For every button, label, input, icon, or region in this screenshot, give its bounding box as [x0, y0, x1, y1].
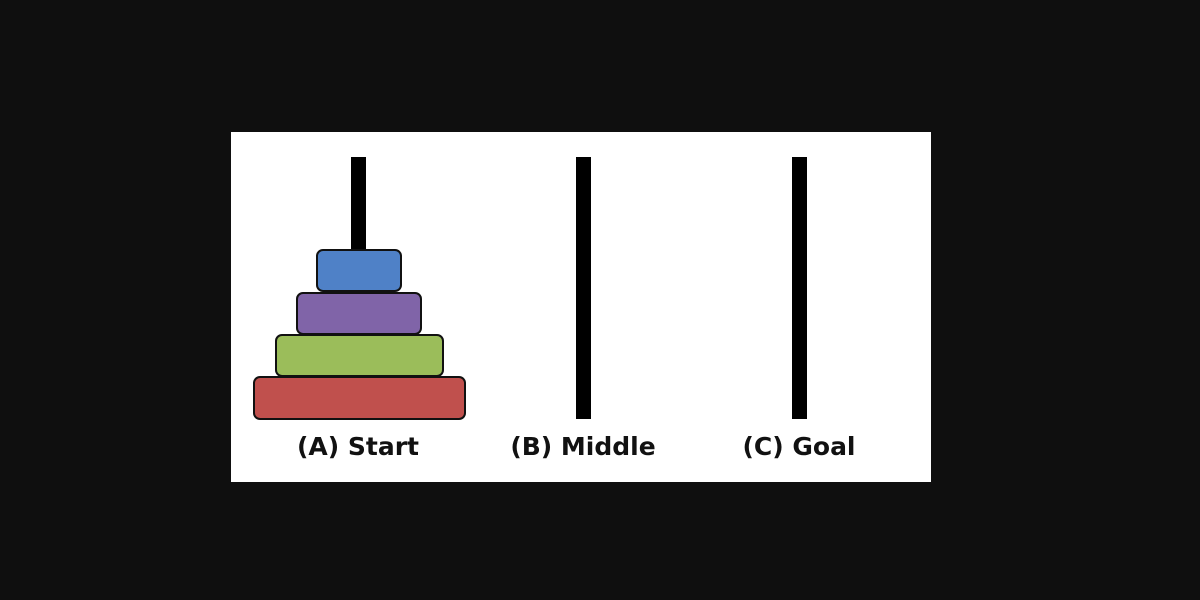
tower-board: (A) Start (B) Middle (C) Goal [231, 132, 931, 482]
disk-4[interactable] [253, 376, 466, 420]
disk-1[interactable] [316, 249, 402, 292]
peg-label-a: (A) Start [296, 432, 419, 461]
peg-b[interactable] [576, 157, 591, 419]
peg-label-c: (C) Goal [742, 432, 856, 461]
peg-label-b: (B) Middle [510, 432, 656, 461]
disk-3[interactable] [275, 334, 444, 377]
disk-2[interactable] [296, 292, 422, 335]
peg-c[interactable] [792, 157, 807, 419]
